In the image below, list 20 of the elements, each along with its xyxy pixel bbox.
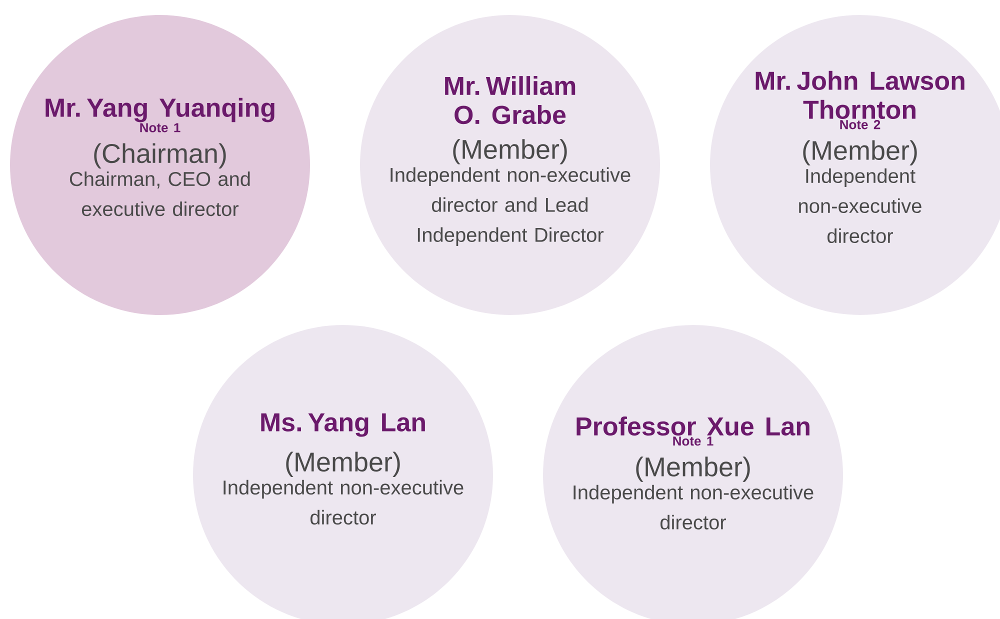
role-description: Chairman, CEO and executive director [70,171,250,216]
person-name: Ms. Yang Lan [261,413,425,437]
role-description: Independent non-executive director [574,484,814,530]
note-reference: Note 1 [673,436,714,446]
person-name: Mr. John Lawson Thornton [756,70,964,120]
committee-role: (Member) [636,456,750,482]
role-description: Independent non-executive director [224,480,464,525]
role-description: Independent non-executive director and Lead Independent Director [390,167,630,246]
note-reference: Note 2 [840,120,880,130]
committee-role: (Chairman) [94,143,226,168]
member-circle [360,15,660,315]
member-circle [10,15,310,315]
note-reference: Note 1 [140,123,180,132]
person-name: Mr. Yang Yuanqing [46,98,274,122]
person-name: Mr. William O. Grabe [445,76,576,124]
committee-role: (Member) [453,139,567,164]
committee-role: (Member) [803,140,917,166]
committee-role: (Member) [286,452,400,477]
person-name: Professor Xue Lan [576,416,810,436]
role-description: Independent non-executive director [799,168,922,244]
